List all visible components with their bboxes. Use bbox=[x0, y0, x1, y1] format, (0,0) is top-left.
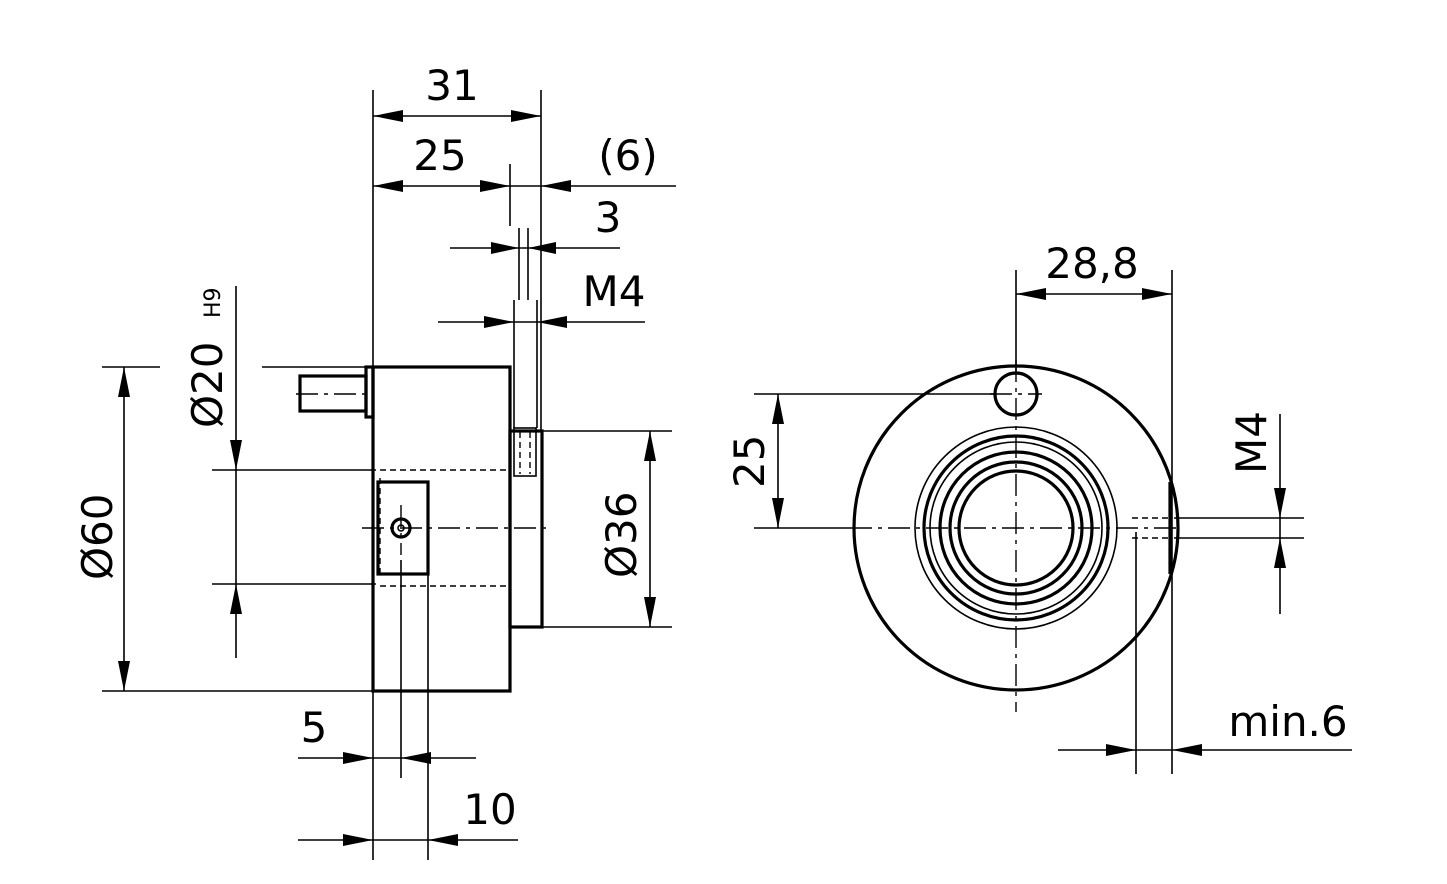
dim-25-top-label: 25 bbox=[413, 131, 466, 180]
flange-bolt bbox=[513, 427, 537, 477]
back-shaft-collar bbox=[364, 365, 375, 419]
dim-dia60-label: Ø60 bbox=[73, 493, 122, 580]
dim-dia36-label: Ø36 bbox=[597, 491, 646, 578]
side-view: 31 25 (6) 3 M4 Ø20 H9 Ø60 bbox=[73, 61, 676, 860]
fit-h9-label: H9 bbox=[201, 287, 226, 318]
front-flange bbox=[508, 429, 544, 629]
front-view: 28,8 25 M4 min.6 bbox=[725, 239, 1352, 774]
dim-31-label: 31 bbox=[425, 61, 478, 110]
dim-25-left-label: 25 bbox=[725, 435, 774, 488]
bore-circle bbox=[957, 469, 1075, 587]
dim-6-ref-label: (6) bbox=[598, 131, 658, 180]
thread-m4-right-label: M4 bbox=[1227, 411, 1276, 474]
dim-28-8-label: 28,8 bbox=[1045, 239, 1139, 288]
dim-min6-label: min.6 bbox=[1228, 697, 1347, 746]
dim-dia20-label: Ø20 bbox=[183, 341, 232, 428]
dim-3-label: 3 bbox=[595, 193, 622, 242]
dim-5-label: 5 bbox=[301, 703, 328, 752]
dim-10-label: 10 bbox=[463, 785, 516, 834]
thread-m4-top-label: M4 bbox=[583, 267, 646, 316]
